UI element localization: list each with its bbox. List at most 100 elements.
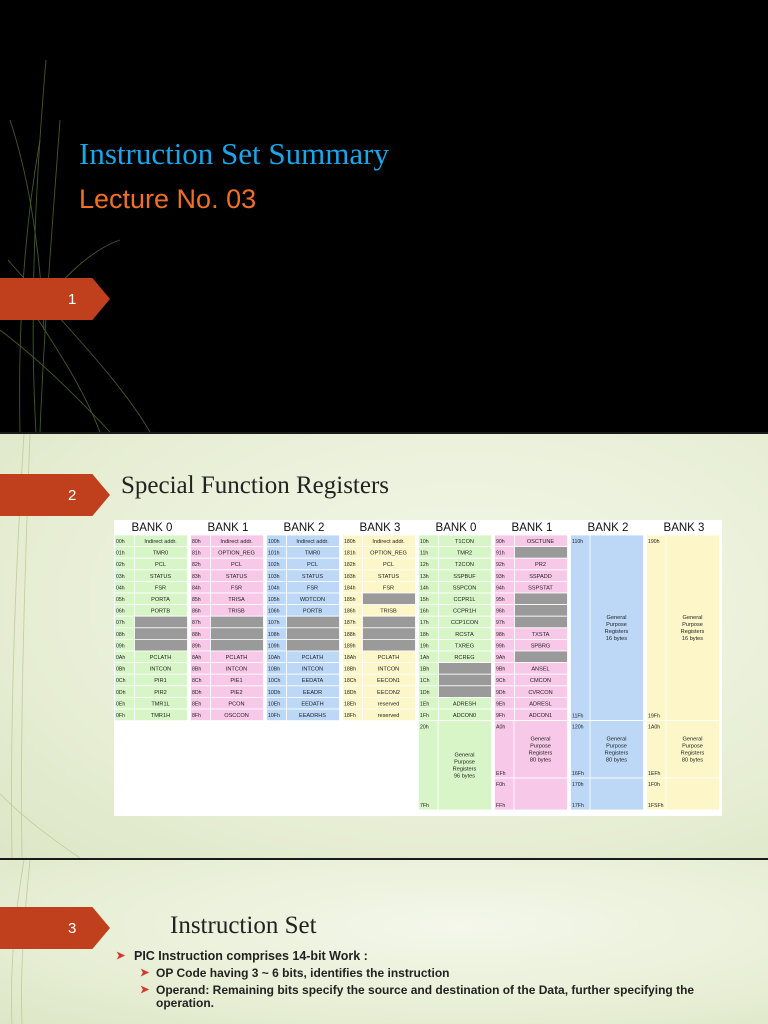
register-address: 188h [344,632,356,638]
bullet-list: ➤ PIC Instruction comprises 14-bit Work … [116,949,716,1014]
register-name: EEADR [303,690,322,696]
register-address: 1Fh [420,713,429,719]
register-address: 19Fh [648,714,660,720]
register-name: T2CON [455,562,474,568]
gpr-label: General [607,736,627,742]
bank-header: BANK 1 [512,522,553,534]
unimplemented-register [514,650,568,664]
register-name: TRISB [228,609,245,615]
register-address: 8Dh [192,690,202,696]
slide-title: Special Function Registers [121,472,390,499]
gpr-label: General [683,736,703,742]
register-address: 12h [420,562,429,568]
register-address: 90h [496,539,505,545]
gpr-label: 96 bytes [454,773,475,779]
register-name: PCLATH [150,655,172,661]
register-address: 9Bh [496,667,505,673]
arrow-bullet-icon: ➤ [140,984,150,996]
gpr-label: Registers [529,750,553,756]
register-name: RCREG [454,655,474,661]
slide-1[interactable]: Instruction Set Summary Lecture No. 03 1 [0,0,768,432]
register-name: OSCCON [224,713,249,719]
lecture-number: Lecture No. 03 [79,184,257,214]
register-address: 14h [420,585,429,591]
register-address: FFh [496,803,505,809]
register-address: 08h [116,632,125,638]
register-name: STATUS [302,574,324,580]
register-address: EFh [496,771,506,777]
register-name: TMR1L [151,701,169,707]
register-address: 105h [268,597,280,603]
unimplemented-register [210,639,264,652]
register-cell [134,708,188,722]
register-address: A0h [496,725,505,731]
gpr-label: Registers [453,766,477,772]
register-name: ADCON0 [453,713,476,719]
register-address: 0Eh [116,701,125,707]
unimplemented-register [438,685,492,698]
register-address: 183h [344,574,356,580]
register-name: PCLATH [302,655,324,661]
gpr-label: 80 bytes [682,757,703,763]
unimplemented-register [134,615,188,629]
bank-header: BANK 2 [284,522,325,534]
register-cell [286,708,340,722]
register-address: 1Bh [420,667,429,673]
register-address: 10Dh [268,690,281,696]
common-ram-block [646,777,720,811]
register-address: 186h [344,609,356,615]
register-address: 0Ah [116,655,125,661]
register-name: CVRCON [528,690,552,696]
bank-header: BANK 0 [436,522,477,534]
register-name: TXREG [455,643,474,649]
gpr-block-96 [418,720,492,811]
gpr-label: Purpose [606,622,627,628]
unimplemented-register [210,627,264,640]
register-address: 13h [420,574,429,580]
register-address: 18Ch [344,678,357,684]
register-name: CCPR1L [453,597,475,603]
register-address: 98h [496,632,505,638]
register-cell [362,708,416,722]
register-address: 189h [344,643,356,649]
register-address: 10h [420,539,429,545]
register-address: 94h [496,585,505,591]
register-name: SSPSTAT [528,585,553,591]
bank-header: BANK 2 [588,522,629,534]
register-name: INTCON [226,667,247,673]
register-name: ANSEL [531,667,549,673]
register-name: PCON [228,701,244,707]
register-name: INTCON [302,667,323,673]
gpr-label: Purpose [682,622,703,628]
bullet-item: ➤ PIC Instruction comprises 14-bit Work … [116,949,716,963]
gpr-label: General [531,736,551,742]
gpr-label: Registers [681,750,705,756]
register-name: Indirect addr. [296,539,329,545]
register-address: 103h [268,574,280,580]
unimplemented-register [438,662,492,675]
register-address: 100h [268,539,280,545]
register-address: 9Fh [496,713,505,719]
register-name: EEDATH [301,701,323,707]
register-name: TXSTA [532,632,550,638]
gpr-label: Registers [605,750,629,756]
slide-1-decoration [0,59,151,432]
register-name: CCPR1H [453,609,476,615]
register-name: WDTCON [300,597,325,603]
common-ram-block [494,777,568,811]
register-name: STATUS [378,574,400,580]
unimplemented-register [362,615,416,629]
slide-3[interactable]: 3 Instruction Set ➤ PIC Instruction comp… [0,860,768,1024]
register-address: 97h [496,620,505,626]
register-name: TMR0 [153,551,168,557]
unimplemented-register [438,673,492,687]
register-name: PCLATH [226,655,248,661]
register-address: 8Eh [192,701,201,707]
register-address: 170h [572,782,584,788]
register-address: F0h [496,782,505,788]
register-address: 83h [192,574,201,580]
register-name: TMR0 [305,551,320,557]
presentation-title: Instruction Set Summary [79,136,389,171]
